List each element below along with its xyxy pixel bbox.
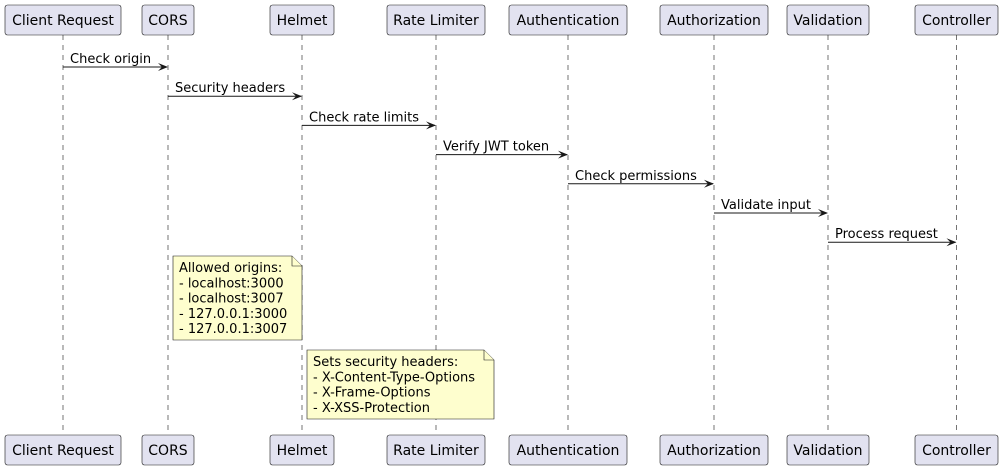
- participant-cors-bottom: CORS: [141, 434, 195, 466]
- arrowhead-icon: [704, 179, 714, 188]
- participant-box: [386, 4, 486, 36]
- participant-box: [141, 434, 195, 466]
- message-authorization-to-validation: Validate input: [714, 198, 828, 217]
- note-line: - 127.0.0.1:3000: [179, 307, 287, 322]
- note-body: [306, 349, 495, 420]
- message-label: Check origin: [70, 52, 151, 67]
- participant-client-top: Client Request: [4, 4, 122, 36]
- participant-authentication-bottom: Authentication: [508, 434, 628, 466]
- note-helmet: Sets security headers:- X-Content-Type-O…: [306, 349, 495, 420]
- participant-controller-bottom: Controller: [914, 434, 999, 466]
- participant-validation-bottom: Validation: [786, 434, 870, 466]
- participant-label: Helmet: [277, 443, 328, 459]
- message-label: Verify JWT token: [443, 140, 549, 155]
- participant-ratelimiter-top: Rate Limiter: [386, 4, 486, 36]
- arrowhead-icon: [426, 121, 436, 130]
- participant-box: [386, 434, 486, 466]
- participant-box: [914, 434, 999, 466]
- message-authentication-to-authorization: Check permissions: [568, 169, 714, 188]
- participant-cors-top: CORS: [141, 4, 195, 36]
- message-cors-to-helmet: Security headers: [168, 81, 302, 101]
- participant-authorization-top: Authorization: [659, 4, 769, 36]
- participant-label: Authentication: [517, 13, 620, 29]
- participant-controller-top: Controller: [914, 4, 999, 36]
- message-ratelimiter-to-authentication: Verify JWT token: [436, 140, 568, 159]
- message-label: Check permissions: [575, 169, 697, 184]
- note-line: - 127.0.0.1:3007: [179, 322, 287, 337]
- participant-validation-top: Validation: [786, 4, 870, 36]
- note-line: Sets security headers:: [313, 355, 458, 370]
- participant-label: Controller: [922, 13, 991, 29]
- message-label: Validate input: [721, 198, 811, 213]
- participant-box: [269, 4, 335, 36]
- message-helmet-to-ratelimiter: Check rate limits: [302, 110, 436, 130]
- arrowhead-icon: [946, 238, 957, 247]
- participant-label: Client Request: [12, 443, 114, 459]
- arrowhead-icon: [558, 150, 568, 159]
- participant-box: [914, 4, 999, 36]
- message-validation-to-controller: Process request: [828, 227, 957, 247]
- participant-box: [4, 434, 122, 466]
- note-body: [172, 255, 303, 341]
- participant-label: Client Request: [12, 13, 114, 29]
- participant-ratelimiter-bottom: Rate Limiter: [386, 434, 486, 466]
- participants-bottom: Client Request CORS Helmet Rate Limiter Auth…: [4, 434, 999, 466]
- message-label: Check rate limits: [309, 110, 419, 125]
- participant-label: Authentication: [517, 443, 620, 459]
- participant-box: [4, 4, 122, 36]
- participant-helmet-top: Helmet: [269, 4, 335, 36]
- note-line: - localhost:3007: [179, 292, 284, 307]
- participant-box: [269, 434, 335, 466]
- note-line: - X-Content-Type-Options: [313, 370, 475, 385]
- participant-label: Validation: [793, 443, 862, 459]
- arrowhead-icon: [818, 209, 828, 217]
- notes: Allowed origins:- localhost:3000- localh…: [172, 255, 495, 420]
- note-line: Allowed origins:: [179, 261, 282, 276]
- participant-box: [659, 4, 769, 36]
- note-line: - X-Frame-Options: [313, 386, 431, 401]
- note-cors: Allowed origins:- localhost:3000- localh…: [172, 255, 303, 341]
- participant-authentication-top: Authentication: [508, 4, 628, 36]
- participant-label: Controller: [922, 443, 991, 459]
- participant-label: Rate Limiter: [393, 443, 479, 459]
- arrowhead-icon: [158, 63, 168, 71]
- participant-label: Validation: [793, 13, 862, 29]
- message-label: Security headers: [175, 81, 285, 96]
- participant-authorization-bottom: Authorization: [659, 434, 769, 466]
- participant-box: [508, 434, 628, 466]
- participant-label: CORS: [148, 13, 188, 29]
- participant-box: [141, 4, 195, 36]
- participant-client-bottom: Client Request: [4, 434, 122, 466]
- note-line: - localhost:3000: [179, 276, 284, 291]
- participant-box: [786, 434, 870, 466]
- participant-box: [508, 4, 628, 36]
- participant-helmet-bottom: Helmet: [269, 434, 335, 466]
- note-fold-corner: [483, 350, 494, 361]
- participant-label: Helmet: [277, 13, 328, 29]
- participant-label: Authorization: [667, 13, 761, 29]
- participant-label: Rate Limiter: [393, 13, 479, 29]
- participant-box: [786, 4, 870, 36]
- participants-top: Client Request CORS Helmet Rate Limiter Auth…: [4, 4, 999, 36]
- participant-box: [659, 434, 769, 466]
- participant-label: Authorization: [667, 443, 761, 459]
- participant-label: CORS: [148, 443, 188, 459]
- note-line: - X-XSS-Protection: [313, 401, 430, 416]
- message-label: Process request: [835, 227, 938, 242]
- arrowhead-icon: [292, 92, 302, 101]
- message-client-to-cors: Check origin: [63, 52, 168, 71]
- note-fold-corner: [291, 256, 302, 267]
